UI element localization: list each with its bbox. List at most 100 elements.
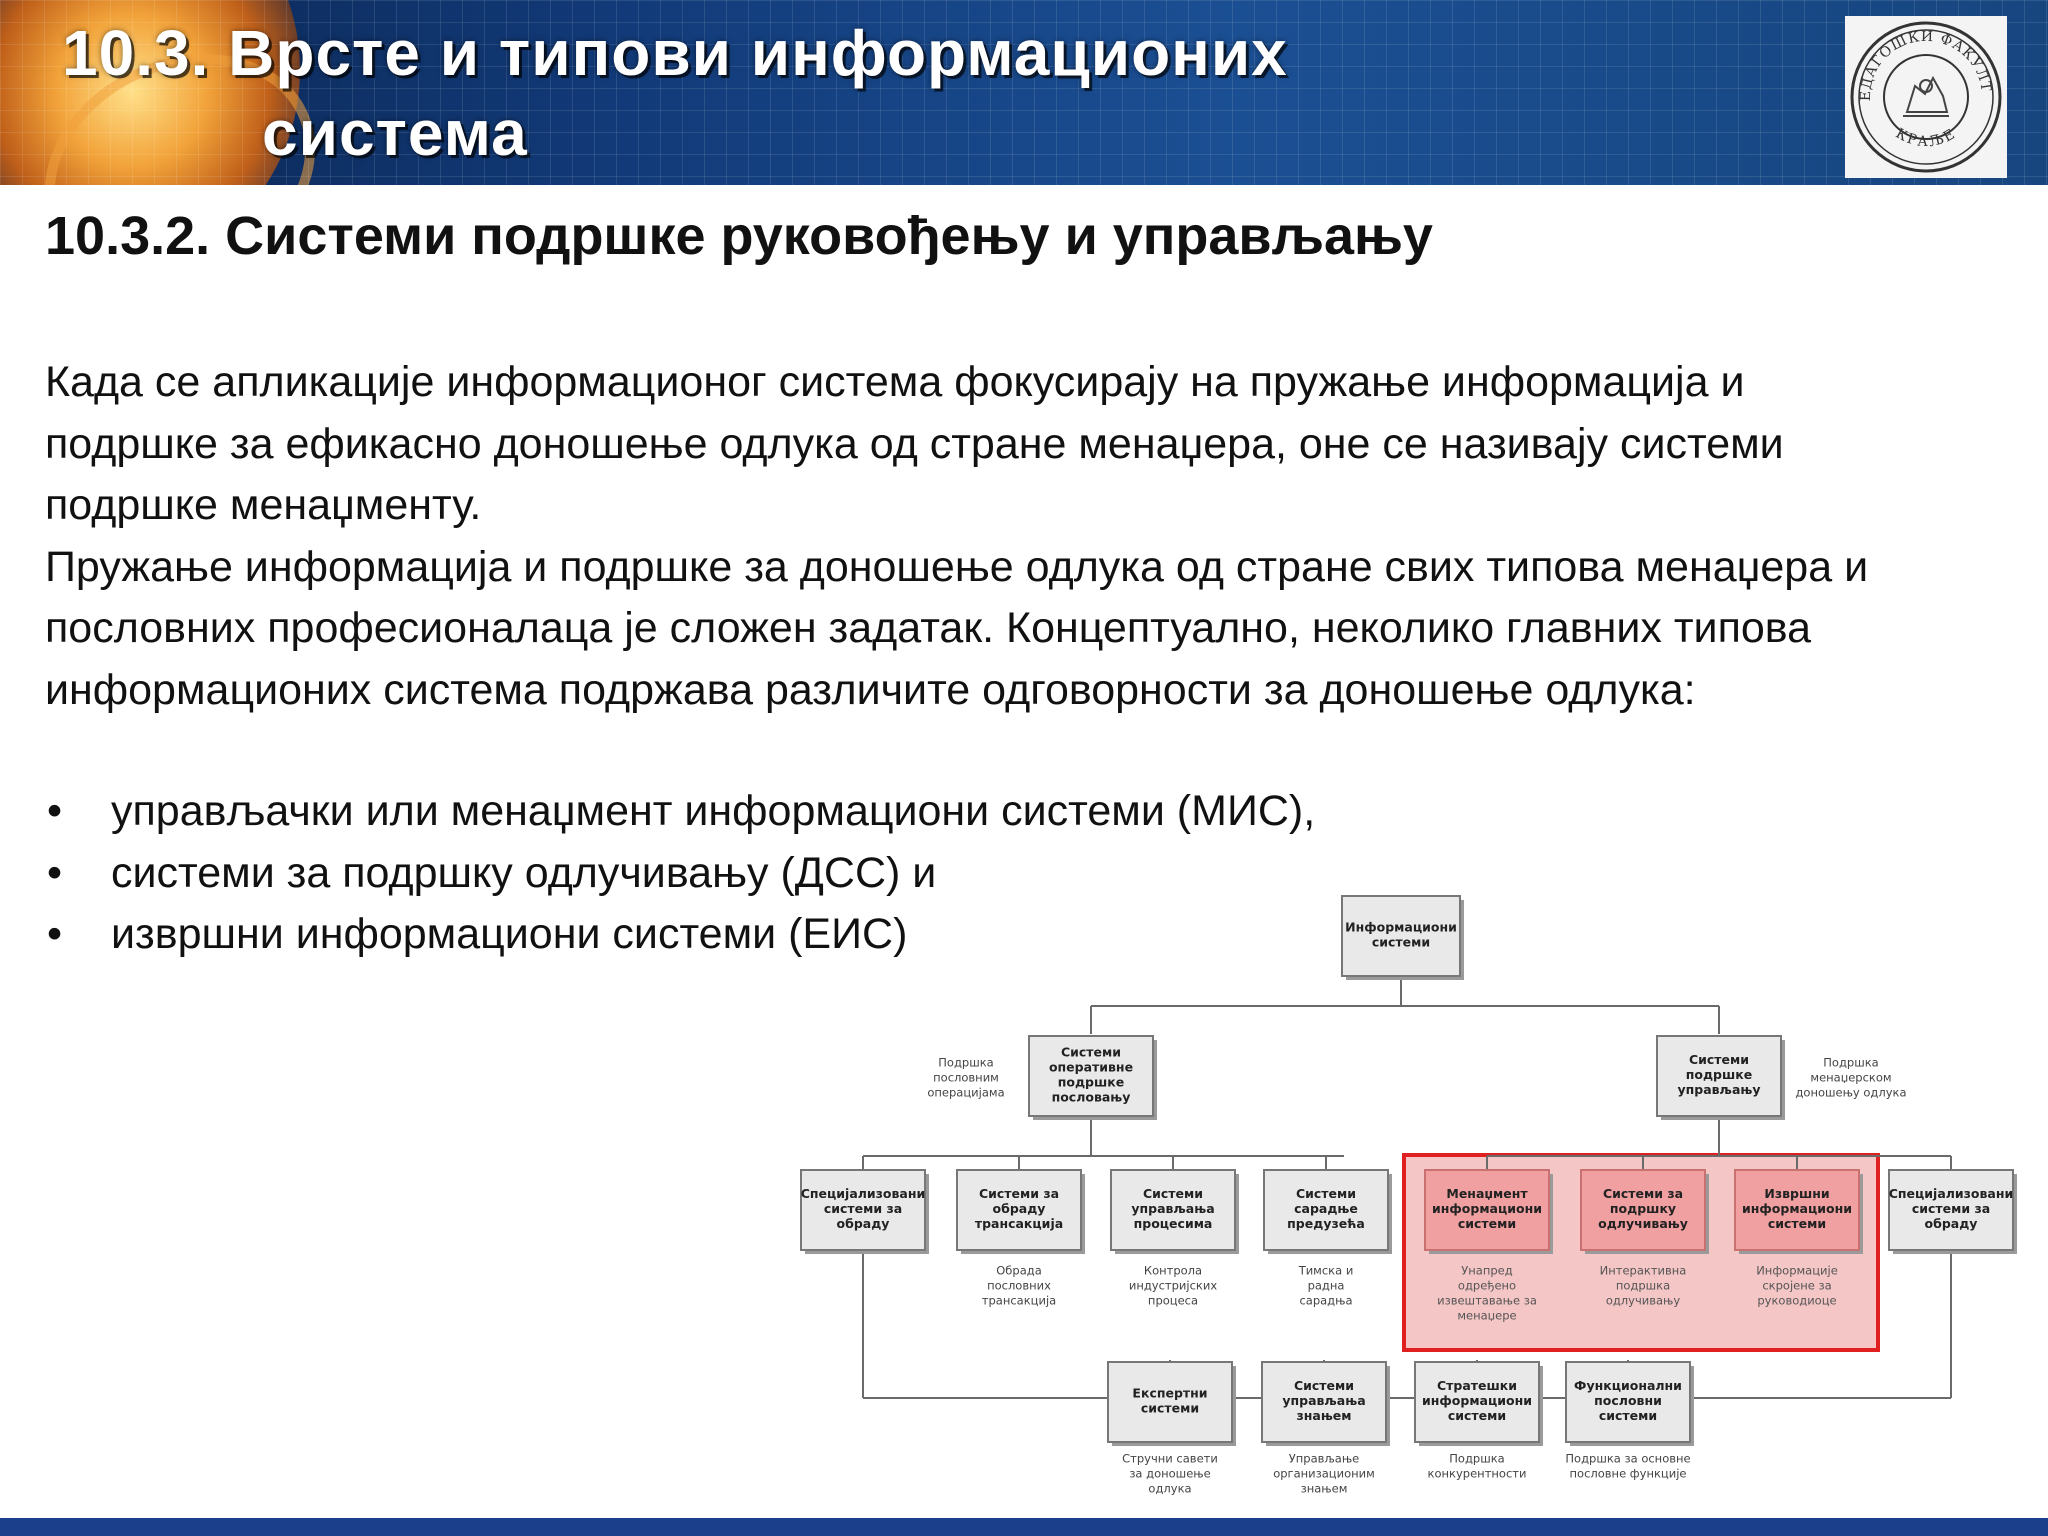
svg-text:КРАЉЕ: КРАЉЕ bbox=[1893, 126, 1959, 151]
list-item-text: системи за подршку одлучивању (ДСС) и bbox=[111, 848, 937, 897]
diagram-box-system bbox=[1580, 1169, 1706, 1251]
diagram-box-system-label: системи bbox=[1599, 1408, 1657, 1423]
diagram-box-system-label: Системи bbox=[1143, 1186, 1203, 1201]
diagram-box-system-label: сарадње bbox=[1294, 1201, 1358, 1216]
header-grid-pattern bbox=[0, 0, 2048, 185]
diagram-box-system bbox=[800, 1169, 926, 1251]
diagram-note-operations: пословним bbox=[933, 1071, 999, 1085]
diagram-note-system: трансакција bbox=[982, 1294, 1056, 1308]
diagram-box-system bbox=[1565, 1361, 1691, 1443]
section-heading: 10.3.2. Системи подршке руковођењу и упр… bbox=[45, 206, 1433, 266]
diagram-note-system: пословних bbox=[987, 1279, 1051, 1293]
diagram-note-system: Тимска и bbox=[1298, 1264, 1354, 1278]
diagram-box-system-label: Функционални bbox=[1574, 1378, 1682, 1393]
diagram-box-operations-support-label: подршке bbox=[1058, 1075, 1125, 1090]
diagram-box-system-label: системи bbox=[1448, 1408, 1506, 1423]
diagram-box-system bbox=[1734, 1169, 1860, 1251]
diagram-box-system-label: знањем bbox=[1297, 1408, 1352, 1423]
diagram-box-operations-support-label: оперативне bbox=[1049, 1060, 1133, 1075]
diagram-box-system-label: информациони bbox=[1432, 1201, 1542, 1216]
information-systems-diagram: ИнформационисистемиСистемиоперативнеподр… bbox=[800, 895, 2017, 1496]
diagram-note-system: Контрола bbox=[1144, 1264, 1202, 1278]
diagram-note-operations: операцијама bbox=[927, 1086, 1004, 1100]
diagram-box-operations-support-label: Системи bbox=[1061, 1045, 1121, 1060]
diagram-box-root-label: Информациони bbox=[1345, 920, 1457, 935]
diagram-note-system: организационим bbox=[1273, 1467, 1375, 1481]
diagram-box-system-label: информациони bbox=[1422, 1393, 1532, 1408]
diagram-note-system: Информације bbox=[1756, 1264, 1838, 1278]
diagram-box-management-support-label: Системи bbox=[1689, 1052, 1749, 1067]
diagram-box-system-label: системи за bbox=[824, 1201, 902, 1216]
diagram-note-management: Подршка bbox=[1823, 1056, 1878, 1070]
diagram-box-system bbox=[1888, 1169, 2014, 1251]
diagram-box-system-label: системи bbox=[1768, 1216, 1826, 1231]
diagram-note-system: пословне функције bbox=[1570, 1467, 1687, 1481]
diagram-box-system bbox=[956, 1169, 1082, 1251]
bullet-list: • управљачки или менаџмент информациони … bbox=[45, 781, 1315, 966]
diagram-note-system: Стручни савети bbox=[1122, 1452, 1218, 1466]
diagram-box-system-label: обраду bbox=[837, 1216, 890, 1231]
diagram-box-operations-support bbox=[1028, 1035, 1154, 1117]
diagram-note-system: индустријских bbox=[1129, 1279, 1217, 1293]
diagram-box-system-label: пословни bbox=[1594, 1393, 1662, 1408]
diagram-note-operations: Подршка bbox=[938, 1056, 993, 1070]
diagram-box-system bbox=[1110, 1169, 1236, 1251]
diagram-note-system: знањем bbox=[1301, 1482, 1348, 1496]
diagram-note-system: одређено bbox=[1458, 1279, 1516, 1293]
diagram-box-system-label: управљања bbox=[1131, 1201, 1214, 1216]
diagram-box-management-support-label: подршке bbox=[1686, 1067, 1753, 1082]
diagram-note-system: скројене за bbox=[1762, 1279, 1831, 1293]
diagram-note-system: процеса bbox=[1148, 1294, 1198, 1308]
diagram-box-system-label: Системи bbox=[1296, 1186, 1356, 1201]
header-decoration bbox=[0, 0, 300, 185]
diagram-box-operations-support-label: пословању bbox=[1052, 1090, 1131, 1105]
diagram-note-system: подршка bbox=[1616, 1279, 1670, 1293]
diagram-note-management: доношењу одлука bbox=[1795, 1086, 1906, 1100]
diagram-note-system: менаџере bbox=[1457, 1309, 1516, 1323]
diagram-box-system-label: Специјализовани bbox=[1889, 1186, 2014, 1201]
paragraph-1: Када се апликације информационог система… bbox=[45, 358, 1784, 529]
diagram-box-system-label: Стратешки bbox=[1437, 1378, 1517, 1393]
diagram-box-system-label: подршку bbox=[1610, 1201, 1676, 1216]
diagram-note-system: радна bbox=[1308, 1279, 1345, 1293]
diagram-note-system: конкурентности bbox=[1428, 1467, 1527, 1481]
list-item: • извршни информациони системи (ЕИС) bbox=[45, 904, 1315, 966]
slide-title-line-1: 10.3. Врсте и типови информационих bbox=[62, 17, 1288, 89]
slide-header: 10.3. Врсте и типови информационих систе… bbox=[0, 0, 2048, 185]
diagram-note-system: Интерактивна bbox=[1600, 1264, 1687, 1278]
diagram-box-management-support-label: управљању bbox=[1677, 1082, 1760, 1097]
diagram-box-system-label: обраду bbox=[1925, 1216, 1978, 1231]
diagram-note-system: сарадња bbox=[1299, 1294, 1352, 1308]
list-item: • системи за подршку одлучивању (ДСС) и bbox=[45, 843, 1315, 905]
diagram-box-system-label: Системи bbox=[1294, 1378, 1354, 1393]
diagram-note-system: Унапред bbox=[1461, 1264, 1512, 1278]
diagram-note-system: извештавање за bbox=[1437, 1294, 1537, 1308]
bullet-marker: • bbox=[47, 848, 63, 897]
diagram-note-system: Подршка за основне bbox=[1565, 1452, 1690, 1466]
diagram-note-system: одлучивању bbox=[1606, 1294, 1681, 1308]
list-item-text: извршни информациони системи (ЕИС) bbox=[111, 910, 908, 958]
diagram-box-system-label: Менаџмент bbox=[1446, 1186, 1528, 1201]
diagram-box-system-label: информациони bbox=[1742, 1201, 1852, 1216]
diagram-box-system-label: системи за bbox=[1912, 1201, 1990, 1216]
faculty-seal-logo: ПЕДАГОШКИ ФАКУЛТЕТ КРАЉЕ bbox=[1838, 4, 2007, 178]
diagram-box-root-label: системи bbox=[1372, 935, 1430, 950]
diagram-box-system-label: управљања bbox=[1282, 1393, 1365, 1408]
diagram-box-system-label: предузећа bbox=[1287, 1216, 1365, 1231]
diagram-box-management-support bbox=[1656, 1035, 1782, 1117]
diagram-box-system-label: Извршни bbox=[1764, 1186, 1829, 1201]
diagram-box-system-label: Системи за bbox=[979, 1186, 1059, 1201]
diagram-box-root bbox=[1341, 895, 1461, 977]
diagram-box-system bbox=[1424, 1169, 1550, 1251]
paragraph-2: Пружање информација и подршке за доношењ… bbox=[45, 542, 1869, 714]
diagram-box-system bbox=[1261, 1361, 1387, 1443]
bullet-marker: • bbox=[47, 910, 63, 958]
diagram-note-system: Обрада bbox=[996, 1264, 1042, 1278]
diagram-box-system-label: одлучивању bbox=[1598, 1216, 1688, 1231]
diagram-box-system-label: Експертни bbox=[1132, 1386, 1207, 1401]
slide-title-line-2: система bbox=[262, 97, 528, 169]
diagram-note-system: одлука bbox=[1148, 1482, 1191, 1496]
diagram-box-system-label: Специјализовани bbox=[801, 1186, 926, 1201]
diagram-box-system bbox=[1414, 1361, 1540, 1443]
footer-bar bbox=[0, 1518, 2048, 1536]
